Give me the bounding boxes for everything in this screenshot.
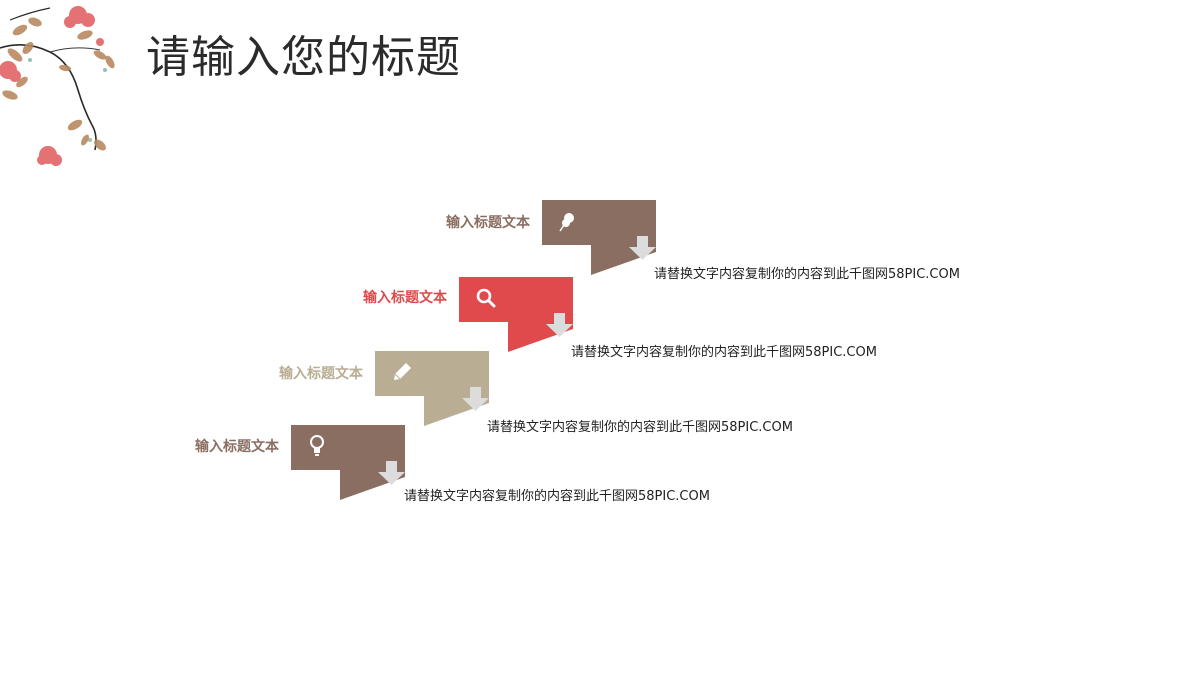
search-icon [476, 288, 496, 308]
step-1-label: 输入标题文本 [446, 215, 530, 231]
step-4-label: 输入标题文本 [195, 439, 279, 455]
step-2-description: 请替换文字内容复制你的内容到此千图网58PIC.COM [571, 345, 877, 360]
step-1-callout [542, 200, 658, 276]
lightbulb-icon [310, 435, 324, 456]
step-2-callout [459, 277, 575, 353]
step-3-description: 请替换文字内容复制你的内容到此千图网58PIC.COM [487, 420, 793, 435]
pencil-icon [394, 363, 411, 380]
plum-blossom-decoration [0, 6, 115, 166]
step-4-callout [291, 425, 407, 501]
step-3-label: 输入标题文本 [279, 366, 363, 382]
slide-title: 请输入您的标题 [146, 32, 461, 83]
step-3-callout [375, 351, 491, 427]
step-2-label: 输入标题文本 [363, 290, 447, 306]
step-4-description: 请替换文字内容复制你的内容到此千图网58PIC.COM [404, 489, 710, 504]
pushpin-icon [559, 213, 574, 232]
step-1-description: 请替换文字内容复制你的内容到此千图网58PIC.COM [654, 267, 960, 282]
